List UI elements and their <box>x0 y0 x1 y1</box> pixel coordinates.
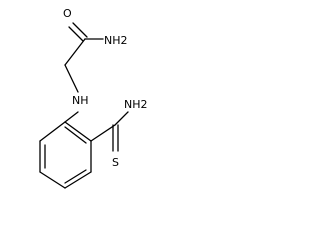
ch2-nh-bond <box>64 64 79 93</box>
thio-sulfur-label: S <box>112 156 119 169</box>
ring-bond-6 <box>64 121 92 142</box>
nh-ring-bond <box>64 111 79 123</box>
ring-bond-1 <box>39 121 66 142</box>
thioamide-cn-bond <box>114 111 129 126</box>
carbonyl-oxygen-label: O <box>63 7 72 20</box>
amine-nh-label: NH <box>72 94 89 107</box>
ring-bond-4 <box>64 171 92 189</box>
thioamide-nh2-label: NH2 <box>124 98 148 111</box>
amide-nh2-label: NH2 <box>104 34 128 47</box>
carbonyl-double-bond-outer <box>68 26 84 42</box>
ring-inner-double-3 <box>64 126 87 144</box>
ring-bond-3 <box>39 171 66 189</box>
ring-inner-double-2 <box>64 169 87 184</box>
molecule-diagram: O NH2 NH NH2 S <box>39 7 148 189</box>
ring-thioamide-bond <box>90 124 116 142</box>
carbonyl-double-bond-inner <box>72 22 88 38</box>
carbonyl-ch2-bond <box>64 38 86 66</box>
